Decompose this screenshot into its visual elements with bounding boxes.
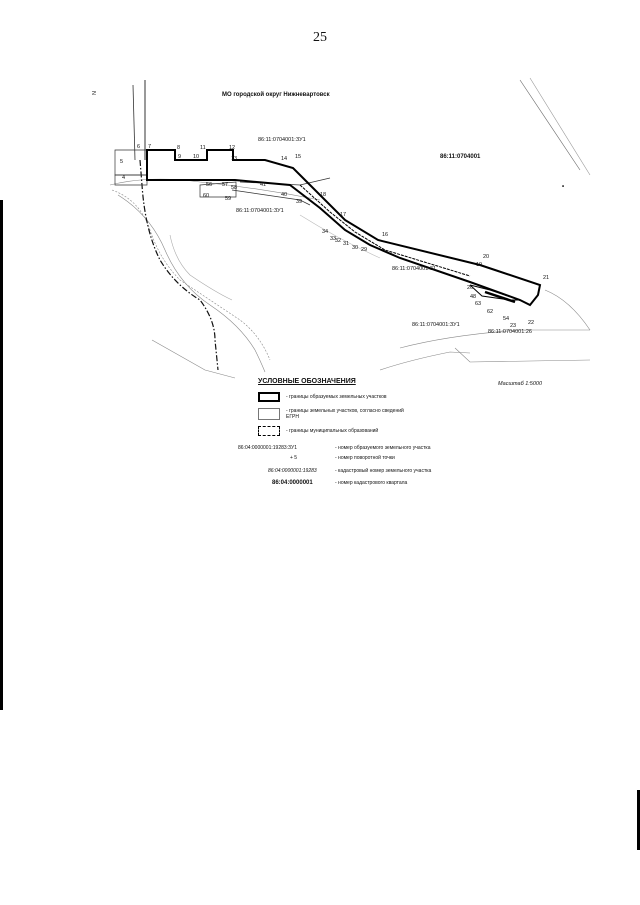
scan-edge-right bbox=[637, 790, 640, 850]
map-scale: Масштаб 1:5000 bbox=[498, 381, 543, 387]
point-label: 5 bbox=[120, 159, 123, 165]
point-label: 26 bbox=[467, 285, 473, 291]
legend-item-municipal: - границы муниципальных образований bbox=[258, 426, 378, 436]
point-label: 31 bbox=[343, 241, 349, 247]
point-label: 62 bbox=[487, 309, 493, 315]
point-label: 7 bbox=[148, 144, 151, 150]
legend-desc: - номер кадастрового квартала bbox=[335, 480, 408, 486]
point-label: 30 bbox=[352, 245, 358, 251]
point-label: 59 bbox=[225, 196, 231, 202]
point-label: 20 bbox=[483, 254, 489, 260]
point-label: 10 bbox=[193, 154, 199, 160]
legend-sample-cadastral: 86:04:0000001:19283 bbox=[268, 468, 317, 474]
swatch-dash-border bbox=[258, 426, 280, 436]
point-label: 34 bbox=[322, 229, 328, 235]
point-label: 60 bbox=[203, 193, 209, 199]
quarter-label: 86:11:0704001 bbox=[440, 154, 481, 160]
legend-item-formed: - границы образуемых земельных участков bbox=[258, 392, 387, 402]
turning-point-labels: 6 7 8 9 10 11 12 13 14 15 5 4 56 57 58 5… bbox=[120, 144, 549, 329]
municipal-boundary bbox=[139, 159, 219, 371]
point-label: 17 bbox=[340, 212, 346, 218]
point-label: 23 bbox=[510, 323, 516, 329]
point-label: 58 bbox=[231, 185, 237, 191]
road-strip bbox=[299, 184, 471, 277]
legend-title: УСЛОВНЫЕ ОБОЗНАЧЕНИЯ bbox=[258, 378, 356, 385]
point-label: 16 bbox=[382, 232, 388, 238]
point-label: 15 bbox=[295, 154, 301, 160]
swatch-thick-border bbox=[258, 392, 280, 402]
point-label: 29 bbox=[361, 247, 367, 253]
parcel-hatch bbox=[484, 290, 516, 304]
legend-item-egrn: - границы земельных участков, согласно с… bbox=[258, 408, 408, 420]
north-marker: N bbox=[92, 91, 98, 95]
terrain-lines bbox=[109, 77, 591, 379]
point-label: 19 bbox=[476, 262, 482, 268]
point-label: 13 bbox=[231, 156, 237, 162]
swatch-thin-border bbox=[258, 408, 280, 420]
legend-desc: - номер образуемого земельного участка bbox=[335, 445, 431, 451]
point-label: 18 bbox=[320, 192, 326, 198]
left-vertical-line bbox=[132, 84, 136, 161]
point-label: 63 bbox=[475, 301, 481, 307]
point-label: 33 bbox=[330, 236, 336, 242]
point-label: 8 bbox=[177, 145, 180, 151]
point-label: 56 bbox=[206, 182, 212, 188]
point-label: 48 bbox=[470, 294, 476, 300]
point-label: 41 bbox=[260, 182, 266, 188]
point-label: 54 bbox=[503, 316, 509, 322]
point-label: 39 bbox=[296, 199, 302, 205]
point-label: 4 bbox=[122, 175, 125, 181]
legend-text: - границы образуемых земельных участков bbox=[286, 394, 387, 400]
point-label: 21 bbox=[543, 275, 549, 281]
legend-sample-point: + 5 bbox=[290, 455, 298, 461]
page-number: 25 bbox=[313, 30, 327, 45]
point-label: 9 bbox=[178, 154, 181, 160]
point-label: 40 bbox=[281, 192, 287, 198]
legend-desc: - номер поворотной точки bbox=[335, 455, 395, 461]
point-label: 32 bbox=[335, 238, 341, 244]
point-label: 22 bbox=[528, 320, 534, 326]
parcel-label-road: 86:11:0704001:31 bbox=[392, 266, 436, 272]
point-label: 6 bbox=[137, 144, 140, 150]
map-title: МО городской округ Нижневартовск bbox=[222, 91, 330, 98]
legend-sample-parcel-number: 86:04:0000001:19283:ЗУ1 bbox=[238, 445, 297, 451]
parcel-label-zu1-left: 86:11:0704001:ЗУ1 bbox=[236, 208, 284, 214]
parcel-26-area bbox=[469, 284, 521, 301]
point-label: 57 bbox=[222, 182, 228, 188]
point-label: 11 bbox=[200, 145, 206, 151]
edge-marker: • bbox=[562, 184, 564, 190]
legend-text: - границы земельных участков, согласно с… bbox=[286, 408, 404, 420]
point-label: 14 bbox=[281, 156, 287, 162]
parcel-label-zu1-bottom: 86:11:0704001:ЗУ1 bbox=[412, 322, 460, 328]
legend-desc: - кадастровый номер земельного участка bbox=[335, 468, 432, 474]
point-label: 12 bbox=[229, 145, 235, 151]
parcel-label-zu1-top: 86:11:0704001:ЗУ1 bbox=[258, 137, 306, 143]
legend-sample-quarter: 86:04:0000001 bbox=[272, 480, 313, 486]
legend-text: - границы муниципальных образований bbox=[286, 428, 379, 434]
formed-parcel-boundary bbox=[146, 149, 542, 307]
parcel-label-26: 86:11:0704001:26 bbox=[488, 329, 532, 335]
scan-edge-left bbox=[0, 200, 3, 710]
